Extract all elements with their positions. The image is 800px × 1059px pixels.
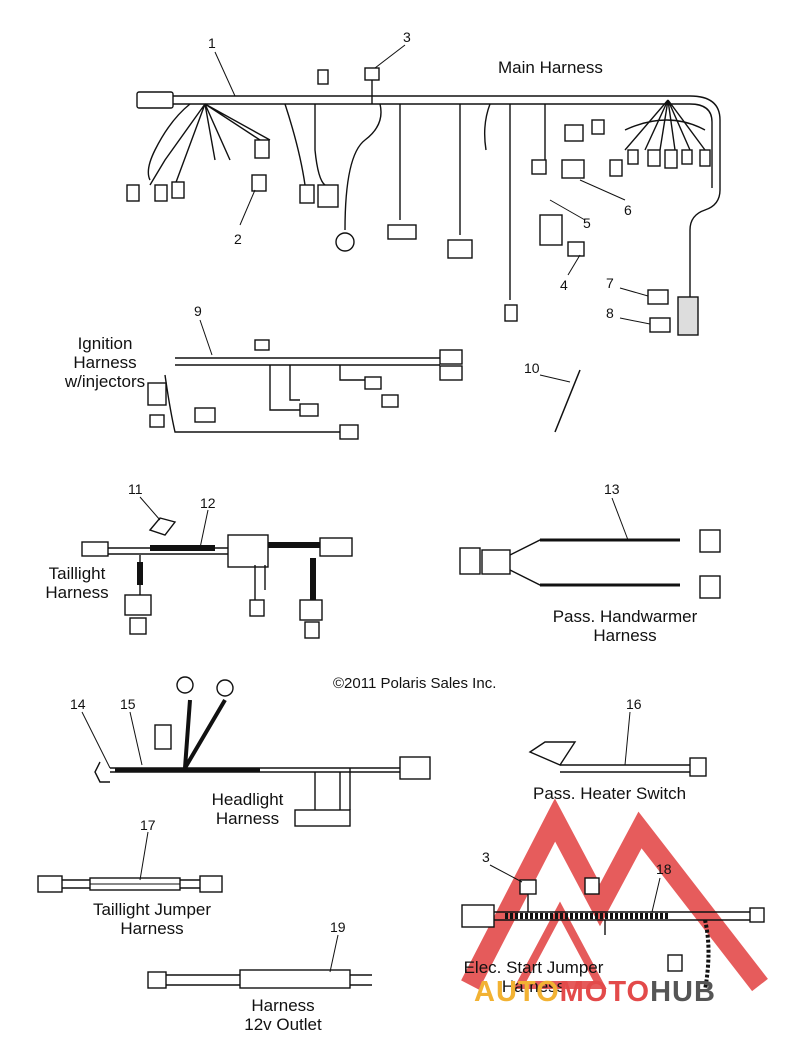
elec-start-title-line-2: Harness bbox=[501, 977, 566, 997]
callout-4: 4 bbox=[560, 277, 568, 293]
taillight-harness-title: Taillight Harness bbox=[32, 564, 122, 602]
ignition-title-line-2: Harness bbox=[73, 353, 137, 373]
callout-1: 1 bbox=[208, 35, 216, 51]
taillight-title-line-2: Harness bbox=[45, 583, 109, 603]
callout-13: 13 bbox=[604, 481, 620, 497]
callout-12: 12 bbox=[200, 495, 216, 511]
ignition-title-line-3: w/injectors bbox=[64, 372, 146, 392]
callout-10: 10 bbox=[524, 360, 540, 376]
handwarmer-harness-title: Pass. Handwarmer Harness bbox=[530, 607, 720, 645]
outlet-title-line-1: Harness bbox=[251, 996, 315, 1015]
taillight-harness-drawing bbox=[81, 517, 353, 639]
callout-18: 18 bbox=[656, 861, 672, 877]
watermark-moto: MOTO bbox=[559, 976, 651, 1008]
callout-2: 2 bbox=[234, 231, 242, 247]
handwarmer-harness-drawing bbox=[459, 529, 721, 599]
main-harness-title: Main Harness bbox=[498, 58, 603, 77]
heater-switch-drawing bbox=[528, 741, 707, 777]
taillight-jumper-title-line-2: Harness bbox=[120, 919, 184, 939]
callout-8: 8 bbox=[606, 305, 614, 321]
main-connector bbox=[136, 91, 174, 109]
elec-start-drawing bbox=[461, 877, 765, 991]
part-10-drawing bbox=[554, 369, 581, 433]
heater-switch-title: Pass. Heater Switch bbox=[533, 784, 687, 803]
callout-7: 7 bbox=[606, 275, 614, 291]
callout-16: 16 bbox=[626, 696, 642, 712]
headlight-title-line-2: Harness bbox=[215, 809, 280, 829]
callout-5: 5 bbox=[583, 215, 591, 231]
headlight-harness-drawing bbox=[94, 676, 431, 827]
handwarmer-title-line-2: Harness bbox=[593, 626, 657, 646]
taillight-jumper-drawing bbox=[37, 875, 223, 893]
ignition-title-line-1: Ignition bbox=[77, 334, 133, 353]
leader-lines bbox=[81, 44, 661, 973]
taillight-jumper-title: Taillight Jumper Harness bbox=[72, 900, 232, 938]
copyright: ©2011 Polaris Sales Inc. bbox=[333, 675, 497, 692]
callout-6: 6 bbox=[624, 202, 632, 218]
handwarmer-title-line-1: Pass. Handwarmer bbox=[552, 607, 698, 626]
taillight-jumper-title-line-1: Taillight Jumper bbox=[92, 900, 212, 919]
callout-15: 15 bbox=[120, 696, 136, 712]
callout-11: 11 bbox=[128, 481, 143, 497]
watermark-text: AUTOMOTOHUB bbox=[474, 976, 716, 1009]
ignition-harness-title: Ignition Harness w/injectors bbox=[50, 334, 160, 391]
callout-19: 19 bbox=[330, 919, 346, 935]
callout-3: 3 bbox=[403, 29, 411, 45]
outlet-title-line-2: 12v Outlet bbox=[244, 1015, 322, 1035]
outlet-harness-drawing bbox=[147, 969, 372, 989]
watermark-auto: AUTO bbox=[474, 976, 560, 1008]
ignition-harness-drawing bbox=[147, 339, 463, 440]
headlight-harness-title: Headlight Harness bbox=[200, 790, 295, 828]
elec-start-title: Elec. Start Jumper Harness bbox=[446, 958, 621, 996]
outlet-harness-title: Harness 12v Outlet bbox=[228, 996, 338, 1034]
callout-9: 9 bbox=[194, 303, 202, 319]
callout-17: 17 bbox=[140, 817, 156, 833]
callout-3-elec: 3 bbox=[482, 849, 490, 865]
callout-14: 14 bbox=[70, 696, 86, 712]
main-harness-drawing bbox=[126, 67, 721, 336]
watermark-hub: HUB bbox=[650, 976, 716, 1008]
watermark-logo bbox=[461, 798, 768, 992]
elec-start-title-line-1: Elec. Start Jumper bbox=[463, 958, 604, 977]
taillight-title-line-1: Taillight bbox=[48, 564, 106, 583]
headlight-title-line-1: Headlight bbox=[211, 790, 284, 809]
